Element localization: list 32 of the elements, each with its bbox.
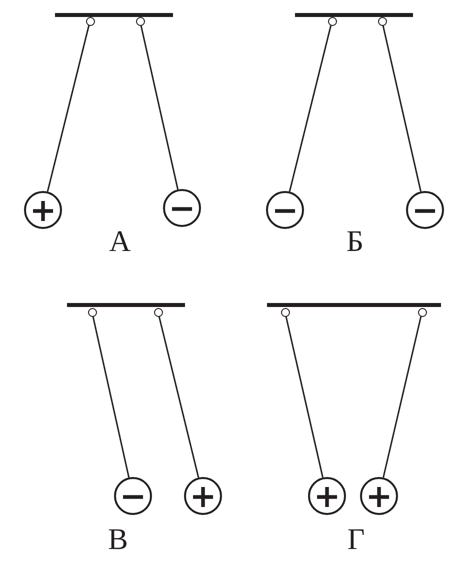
pivot-point	[418, 308, 426, 316]
panel-letter: В	[108, 525, 128, 555]
thread	[288, 25, 332, 192]
thread	[382, 25, 422, 192]
thread	[46, 25, 90, 192]
charged-ball	[360, 477, 398, 515]
thread	[158, 316, 200, 478]
charged-ball	[24, 191, 62, 229]
pivot-point	[154, 308, 162, 316]
panel-letter: Г	[347, 525, 365, 555]
thread	[92, 316, 130, 478]
thread	[285, 316, 324, 478]
charge-sign: −	[168, 192, 196, 224]
pivot-point	[280, 308, 290, 316]
charge-sign: −	[120, 480, 146, 512]
thread	[382, 316, 422, 478]
charge-sign: +	[314, 480, 340, 512]
charged-ball	[308, 477, 346, 515]
charge-sign: +	[190, 480, 216, 512]
panel-letter: Б	[346, 227, 364, 257]
pivot-point	[88, 308, 96, 316]
charge-sign: +	[30, 194, 56, 226]
charged-ball	[184, 477, 222, 515]
charged-ball	[266, 191, 304, 229]
charged-ball	[406, 191, 444, 229]
thread	[140, 25, 179, 190]
charged-ball	[163, 189, 201, 227]
panel-letter: А	[109, 227, 131, 257]
charged-ball	[114, 477, 152, 515]
charge-sign: −	[412, 194, 438, 226]
charge-sign: +	[366, 480, 392, 512]
charge-sign: −	[272, 194, 298, 226]
